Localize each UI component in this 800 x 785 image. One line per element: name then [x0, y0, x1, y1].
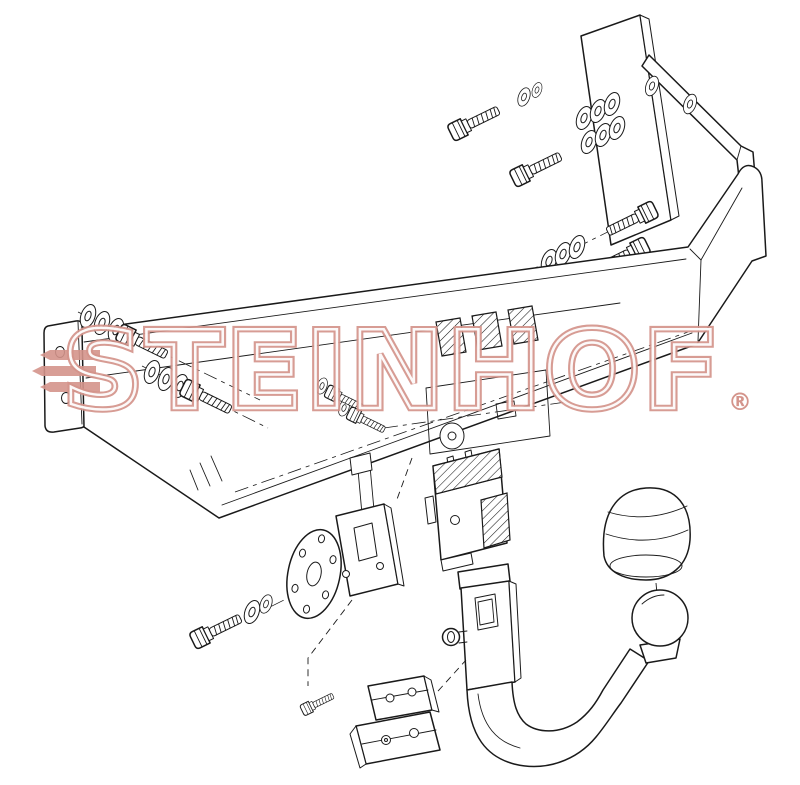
logo-stripe	[32, 366, 96, 376]
swan-neck-tube	[466, 648, 650, 768]
washer	[240, 597, 264, 627]
receiver-shaft	[441, 563, 522, 691]
swan-neck-assembly	[441, 487, 691, 768]
end-plate-hole	[61, 392, 71, 404]
flange-disc	[286, 528, 342, 620]
assembly-line	[307, 599, 353, 686]
registered-trademark: ®	[728, 388, 752, 416]
crossbar-beam	[43, 164, 767, 519]
receiver-bracket	[424, 448, 511, 572]
logo-stripe	[40, 382, 100, 392]
spring-washer	[529, 80, 545, 100]
hex-bolt	[299, 689, 337, 717]
tow-ball-cover-cap	[602, 487, 691, 581]
tow-ball	[631, 589, 689, 664]
mounting-plate	[335, 452, 405, 597]
spring-washer	[257, 592, 275, 616]
watermark-text-inner: STEINHOF	[62, 309, 722, 434]
beam-slot	[435, 317, 467, 357]
beam-centerline	[234, 331, 689, 493]
socket-bracket-parts	[299, 457, 467, 769]
assembly-line	[429, 659, 467, 701]
fastener-group-left	[76, 301, 269, 429]
hex-bolt	[188, 609, 246, 651]
steinhof-watermark: STEINHOF STEINHOF ®	[32, 306, 752, 437]
logo-stripe	[40, 350, 100, 360]
assembly-line	[395, 457, 413, 503]
beam-slot	[471, 311, 503, 351]
assembly-line	[655, 582, 658, 595]
hex-bolt	[508, 147, 566, 189]
hex-bolt	[446, 101, 504, 143]
beam-center-detail	[383, 369, 567, 455]
fastener-group-bottom	[188, 591, 301, 651]
beam-slot	[507, 305, 539, 345]
washer	[515, 85, 533, 109]
watermark-text: STEINHOF	[62, 309, 722, 434]
